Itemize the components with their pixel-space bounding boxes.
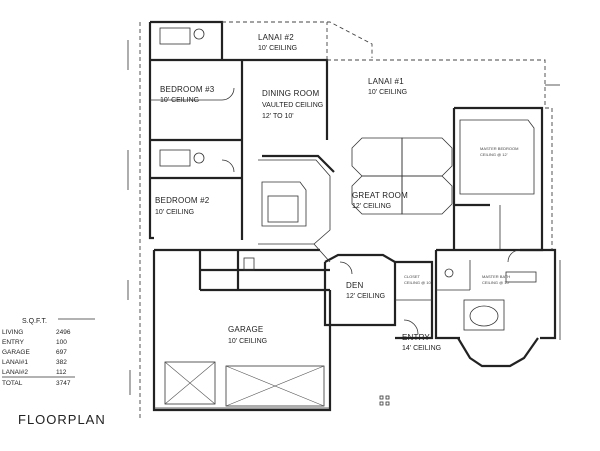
fixtures	[159, 27, 537, 331]
dining-ceiling2: 12' TO 10'	[262, 113, 294, 120]
sqft-value-total: 3747	[56, 380, 71, 387]
small-annotations	[127, 40, 561, 406]
sqft-label-garage: GARAGE	[2, 349, 30, 356]
bedroom3-ceiling: 10' CEILING	[160, 97, 199, 104]
sqft-label-total: TOTAL	[2, 380, 23, 387]
sqft-value-garage: 697	[56, 349, 67, 356]
exterior-walls	[148, 20, 557, 412]
sqft-value-entry: 100	[56, 339, 67, 346]
closet-name: CLOSET	[404, 274, 421, 279]
entry-ceiling: 14' CEILING	[402, 345, 441, 352]
room-labels: LANAI #2 10' CEILING LANAI #1 10' CEILIN…	[155, 33, 518, 352]
entry-name: ENTRY	[402, 333, 430, 342]
great-room-name: GREAT ROOM	[352, 191, 408, 200]
closet-ceiling: CEILING @ 10'	[404, 280, 432, 285]
lanai1-ceiling: 10' CEILING	[368, 89, 407, 96]
sqft-label-entry: ENTRY	[2, 339, 25, 346]
dining-name: DINING ROOM	[262, 89, 319, 98]
den-name: DEN	[346, 281, 364, 290]
sqft-heading: S.Q.F.T.	[22, 318, 47, 325]
sqft-label-living: LIVING	[2, 329, 23, 336]
den-ceiling: 12' CEILING	[346, 293, 385, 300]
master-bath-name: MASTER BATH	[482, 274, 510, 279]
master-bedroom-ceiling: CEILING @ 12'	[480, 152, 508, 157]
sqft-value-living: 2496	[56, 329, 71, 336]
bedroom2-ceiling: 10' CEILING	[155, 209, 194, 216]
master-bath-ceiling: CEILING @ 10'	[482, 280, 510, 285]
garage-ceiling: 10' CEILING	[228, 338, 267, 345]
ceiling-treatment	[261, 119, 535, 227]
lanai2-ceiling: 10' CEILING	[258, 45, 297, 52]
garage-name: GARAGE	[228, 325, 263, 334]
floorplan-title: FLOORPLAN	[18, 412, 106, 427]
bedroom3-name: BEDROOM #3	[160, 85, 215, 94]
dining-ceiling1: VAULTED CEILING	[262, 102, 323, 109]
lanai1-name: LANAI #1	[368, 77, 404, 86]
great-room-ceiling: 12' CEILING	[352, 203, 391, 210]
bedroom2-name: BEDROOM #2	[155, 196, 210, 205]
sqft-value-lanai1: 382	[56, 359, 67, 366]
sqft-label-lanai1: LANAI#1	[2, 359, 28, 366]
lanai2-name: LANAI #2	[258, 33, 294, 42]
master-bedroom-name: MASTER BEDROOM	[480, 146, 518, 151]
sqft-table: S.Q.F.T. LIVING 2496 ENTRY 100 GARAGE 69…	[2, 318, 95, 387]
sqft-label-lanai2: LANAI#2	[2, 369, 28, 376]
sqft-value-lanai2: 112	[56, 369, 67, 376]
door-swings	[221, 87, 521, 335]
garage-doors	[154, 361, 330, 409]
lanai-outlines	[139, 21, 553, 420]
